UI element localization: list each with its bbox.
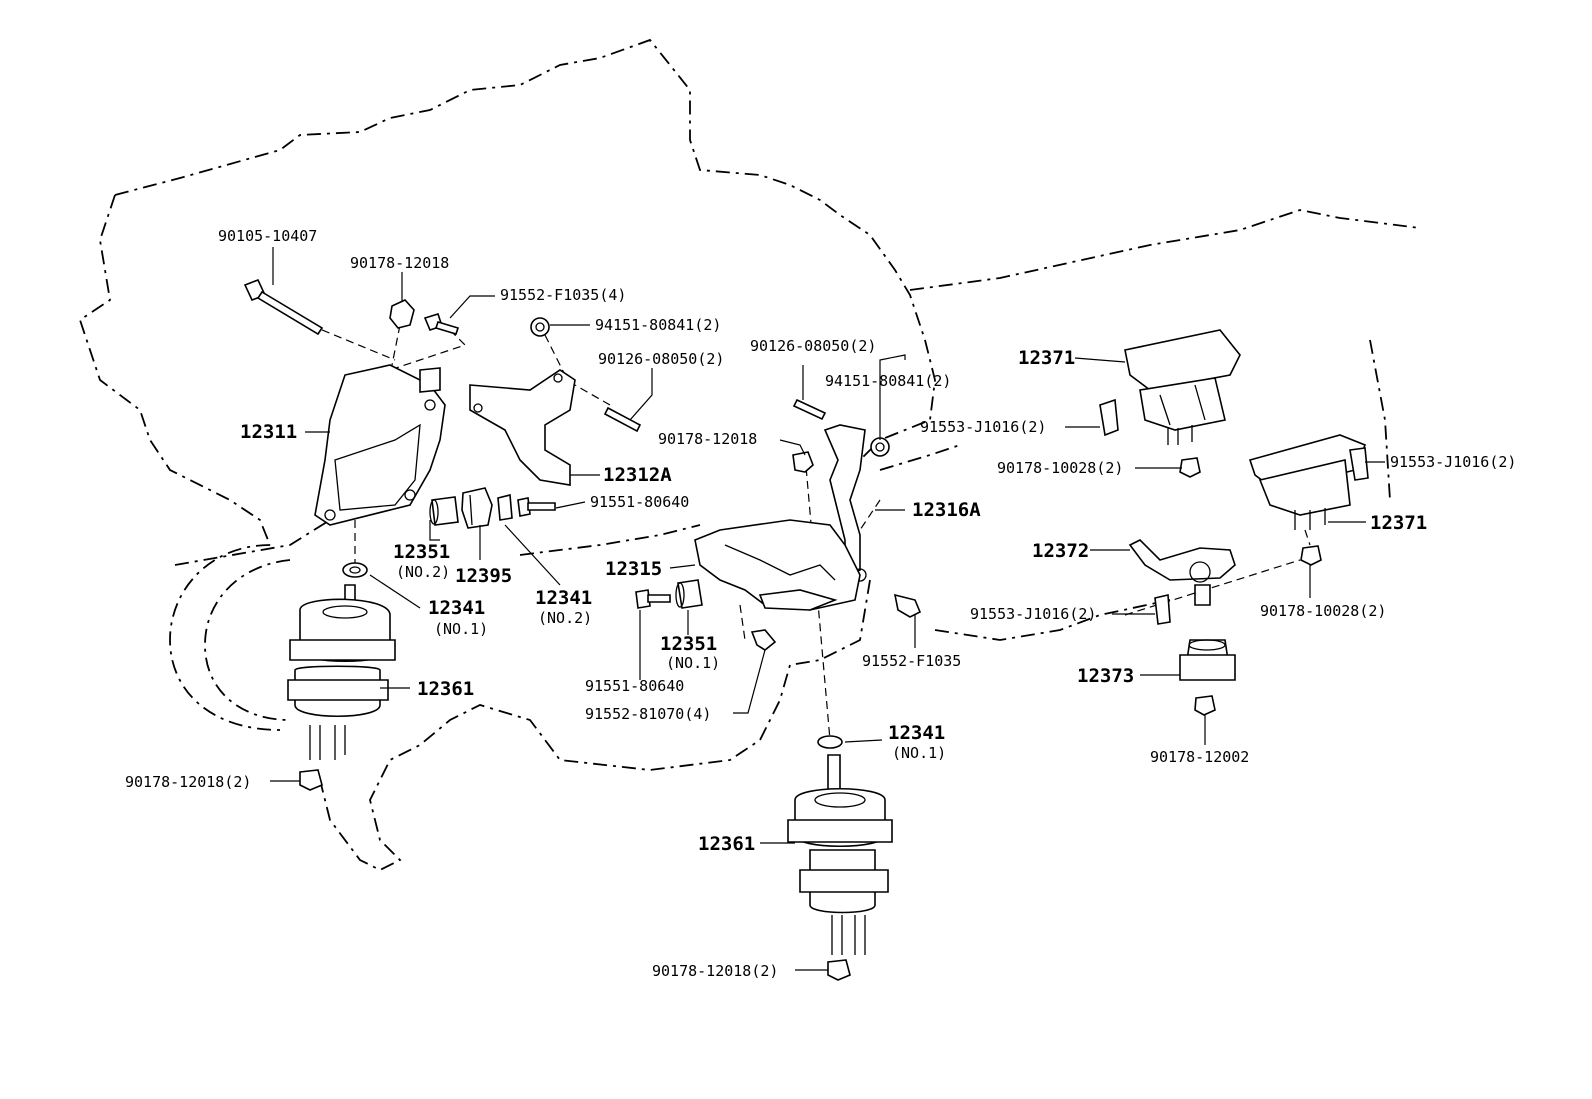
bolt-icon xyxy=(423,313,460,335)
stopper-icon xyxy=(429,496,459,526)
label-12341-no2: 12341 xyxy=(535,587,592,609)
label-12361-center: 12361 xyxy=(698,833,755,855)
nut-icon xyxy=(389,299,415,329)
nut-icon xyxy=(299,769,323,791)
bracket-12315-icon xyxy=(694,519,861,611)
leader-lines xyxy=(270,247,1385,971)
part-labels: 90105-10407 90178-12018 91552-F1035(4) 9… xyxy=(125,227,1516,980)
flange-nut-icon xyxy=(870,437,890,457)
label-91552-81070-4: 91552-81070(4) xyxy=(585,705,711,723)
label-12341-no1-left-sub: (NO.1) xyxy=(434,620,488,638)
label-12372: 12372 xyxy=(1032,540,1089,562)
label-90178-12018-mid: 90178-12018 xyxy=(658,430,757,448)
engine-mount-left-icon xyxy=(287,584,396,760)
label-12351-no2-sub: (NO.2) xyxy=(396,563,450,581)
label-90126-08050-2-b: 90126-08050(2) xyxy=(750,337,876,355)
label-12351-no2: 12351 xyxy=(393,541,450,563)
flange-nut-icon xyxy=(530,317,550,337)
label-94151-80841-2-a: 94151-80841(2) xyxy=(595,316,721,334)
engine-outline xyxy=(78,38,1421,872)
cushion-icon xyxy=(1179,639,1236,681)
label-91552-f1035: 91552-F1035 xyxy=(862,652,961,670)
bracket-12311-icon xyxy=(314,364,446,526)
label-12341-no1-center: 12341 xyxy=(888,722,945,744)
washer-icon xyxy=(817,735,843,749)
label-90105-10407: 90105-10407 xyxy=(218,227,317,245)
bolt-icon xyxy=(635,589,671,609)
engine-mount-center-icon xyxy=(787,754,893,955)
transmission-mount-right-icon xyxy=(1248,434,1367,530)
bolt-icon xyxy=(893,593,922,618)
label-91551-80640-b: 91551-80640 xyxy=(585,677,684,695)
label-91553-j1016-2-a: 91553-J1016(2) xyxy=(920,418,1046,436)
label-12312a: 12312A xyxy=(603,464,672,486)
label-12351-no1: 12351 xyxy=(660,633,717,655)
label-12373: 12373 xyxy=(1077,665,1134,687)
bracket-12372-icon xyxy=(1128,539,1236,606)
long-bolt-icon xyxy=(243,278,324,336)
nut-icon xyxy=(1300,545,1322,566)
nut-icon xyxy=(792,451,814,473)
label-12341-no1-center-sub: (NO.1) xyxy=(892,744,946,762)
label-91553-j1016-2-c: 91553-J1016(2) xyxy=(970,605,1096,623)
bolt-icon xyxy=(1099,398,1119,437)
label-12395: 12395 xyxy=(455,565,512,587)
bolt-icon xyxy=(1154,594,1171,625)
bracket-12312a-icon xyxy=(469,369,576,486)
stud-icon xyxy=(603,406,642,433)
bolt-icon xyxy=(1349,447,1369,481)
label-94151-80841-2-b: 94151-80841(2) xyxy=(825,372,951,390)
label-90178-12018-2-left: 90178-12018(2) xyxy=(125,773,251,791)
label-12371-top: 12371 xyxy=(1018,347,1075,369)
nut-icon xyxy=(1194,695,1216,716)
spacer-icon xyxy=(461,487,493,529)
label-12371-right: 12371 xyxy=(1370,512,1427,534)
label-90178-10028-2-b: 90178-10028(2) xyxy=(1260,602,1386,620)
bolt-icon xyxy=(750,629,777,651)
label-12351-no1-sub: (NO.1) xyxy=(666,654,720,672)
stud-icon xyxy=(792,398,827,421)
washer-icon xyxy=(497,493,513,521)
label-90126-08050-2-a: 90126-08050(2) xyxy=(598,350,724,368)
label-91553-j1016-2-b: 91553-J1016(2) xyxy=(1390,453,1516,471)
label-90178-10028-2-a: 90178-10028(2) xyxy=(997,459,1123,477)
nut-icon xyxy=(1179,457,1201,478)
bolt-icon xyxy=(517,497,556,517)
label-12341-no2-sub: (NO.2) xyxy=(538,609,592,627)
label-91552-f1035-4: 91552-F1035(4) xyxy=(500,286,626,304)
label-12311: 12311 xyxy=(240,421,297,443)
stopper-icon xyxy=(675,579,703,609)
label-12361-left: 12361 xyxy=(417,678,474,700)
label-12315: 12315 xyxy=(605,558,662,580)
label-90178-12018-2-center: 90178-12018(2) xyxy=(652,962,778,980)
label-91551-80640-a: 91551-80640 xyxy=(590,493,689,511)
label-12341-no1-left: 12341 xyxy=(428,597,485,619)
nut-icon xyxy=(827,959,851,981)
transmission-mount-top-icon xyxy=(1124,329,1241,445)
washer-icon xyxy=(342,562,368,578)
label-12316a: 12316A xyxy=(912,499,981,521)
label-90178-12002: 90178-12002 xyxy=(1150,748,1249,766)
label-90178-12018-top: 90178-12018 xyxy=(350,254,449,272)
